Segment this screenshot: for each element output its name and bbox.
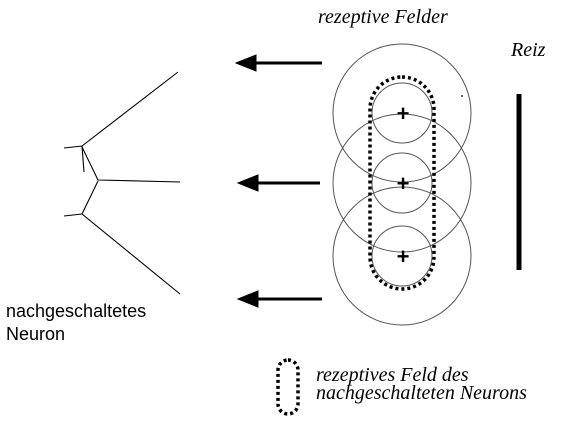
neuron-stub-bottom (63, 213, 83, 217)
legend-label: rezeptives Feld des nachgeschalteten Neu… (316, 364, 527, 404)
downstream-neuron-label-line2: Neuron (6, 324, 66, 344)
arrow-top (234, 54, 322, 72)
receptive-field-inner-1 (371, 82, 433, 144)
receptive-fields-label: rezeptive Felder (318, 6, 448, 28)
signal-arrows (234, 54, 322, 308)
neuron-stub-top (81, 145, 85, 173)
combined-receptive-field (368, 75, 436, 291)
receptive-field-outer-2 (332, 113, 472, 253)
arrow-bottom (236, 290, 322, 308)
center-symbols: + + + (397, 101, 410, 269)
neuron-branch-middle (81, 146, 181, 183)
receptive-field-inner-3 (371, 225, 433, 287)
downstream-neuron-drawing (63, 71, 181, 295)
neuron-branch-upper (63, 71, 179, 149)
center-plus-2: + (397, 171, 410, 196)
receptive-field-inner-2 (371, 152, 433, 214)
arrow-middle (236, 174, 320, 192)
speck (461, 95, 463, 97)
downstream-neuron-label-line1: nachgeschaltetes (6, 301, 147, 321)
neuron-branch-lower (81, 180, 181, 295)
legend-label-line1: rezeptives Feld des (316, 364, 469, 386)
receptive-field-outer-3 (332, 186, 472, 326)
receptive-fields (332, 43, 472, 326)
legend-dotted-capsule (276, 358, 300, 416)
center-plus-3: + (397, 244, 410, 269)
center-plus-1: + (397, 101, 410, 126)
receptive-field-outer-1 (332, 43, 472, 183)
stimulus-label: Reiz (511, 39, 546, 61)
legend-label-line2: nachgeschalteten Neurons (316, 382, 527, 404)
downstream-neuron-label: nachgeschaltetes Neuron (6, 300, 146, 346)
